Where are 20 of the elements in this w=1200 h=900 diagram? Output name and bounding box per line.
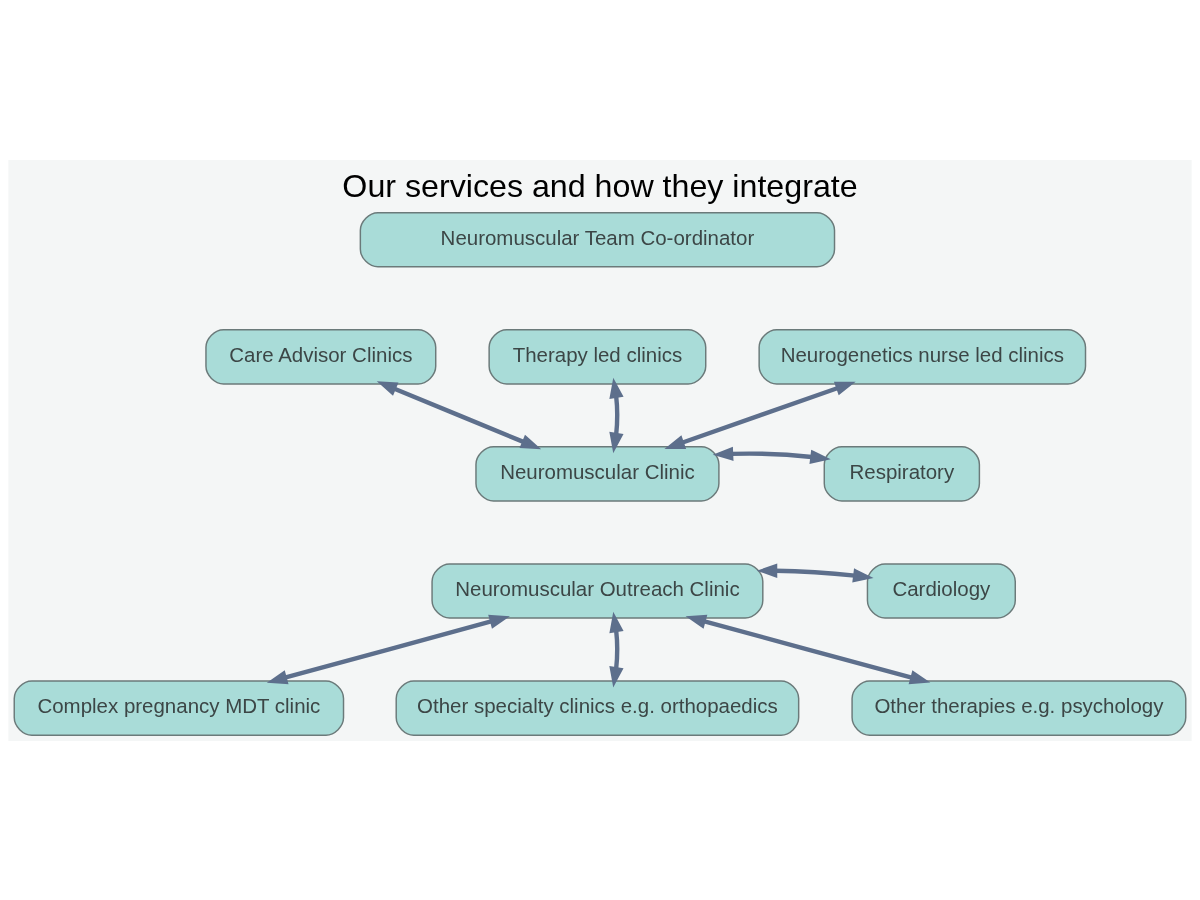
arrow — [609, 611, 624, 687]
diagram-title: Our services and how they integrate — [342, 167, 858, 204]
arrow — [266, 614, 510, 684]
arrow — [664, 381, 856, 449]
node-box: Complex pregnancy MDT clinic — [13, 679, 345, 736]
arrow — [756, 563, 874, 583]
arrow — [609, 377, 624, 453]
node-box: Therapy led clinics — [488, 328, 707, 385]
arrow — [376, 380, 542, 449]
node-box: Other specialty clinics e.g. orthopaedics — [395, 679, 800, 736]
arrow — [685, 614, 931, 684]
node-box: Neuromuscular Clinic — [475, 445, 720, 502]
node-box: Care Advisor Clinics — [205, 328, 437, 385]
node-box: Neuromuscular Team Co-ordinator — [359, 211, 836, 268]
node-box: Other therapies e.g. psychology — [851, 679, 1187, 736]
node-box: Neuromuscular Outreach Clinic — [431, 562, 764, 619]
node-box: Respiratory — [823, 445, 981, 502]
node-box: Cardiology — [866, 562, 1016, 619]
arrow — [712, 446, 831, 464]
node-box: Neurogenetics nurse led clinics — [758, 328, 1087, 385]
